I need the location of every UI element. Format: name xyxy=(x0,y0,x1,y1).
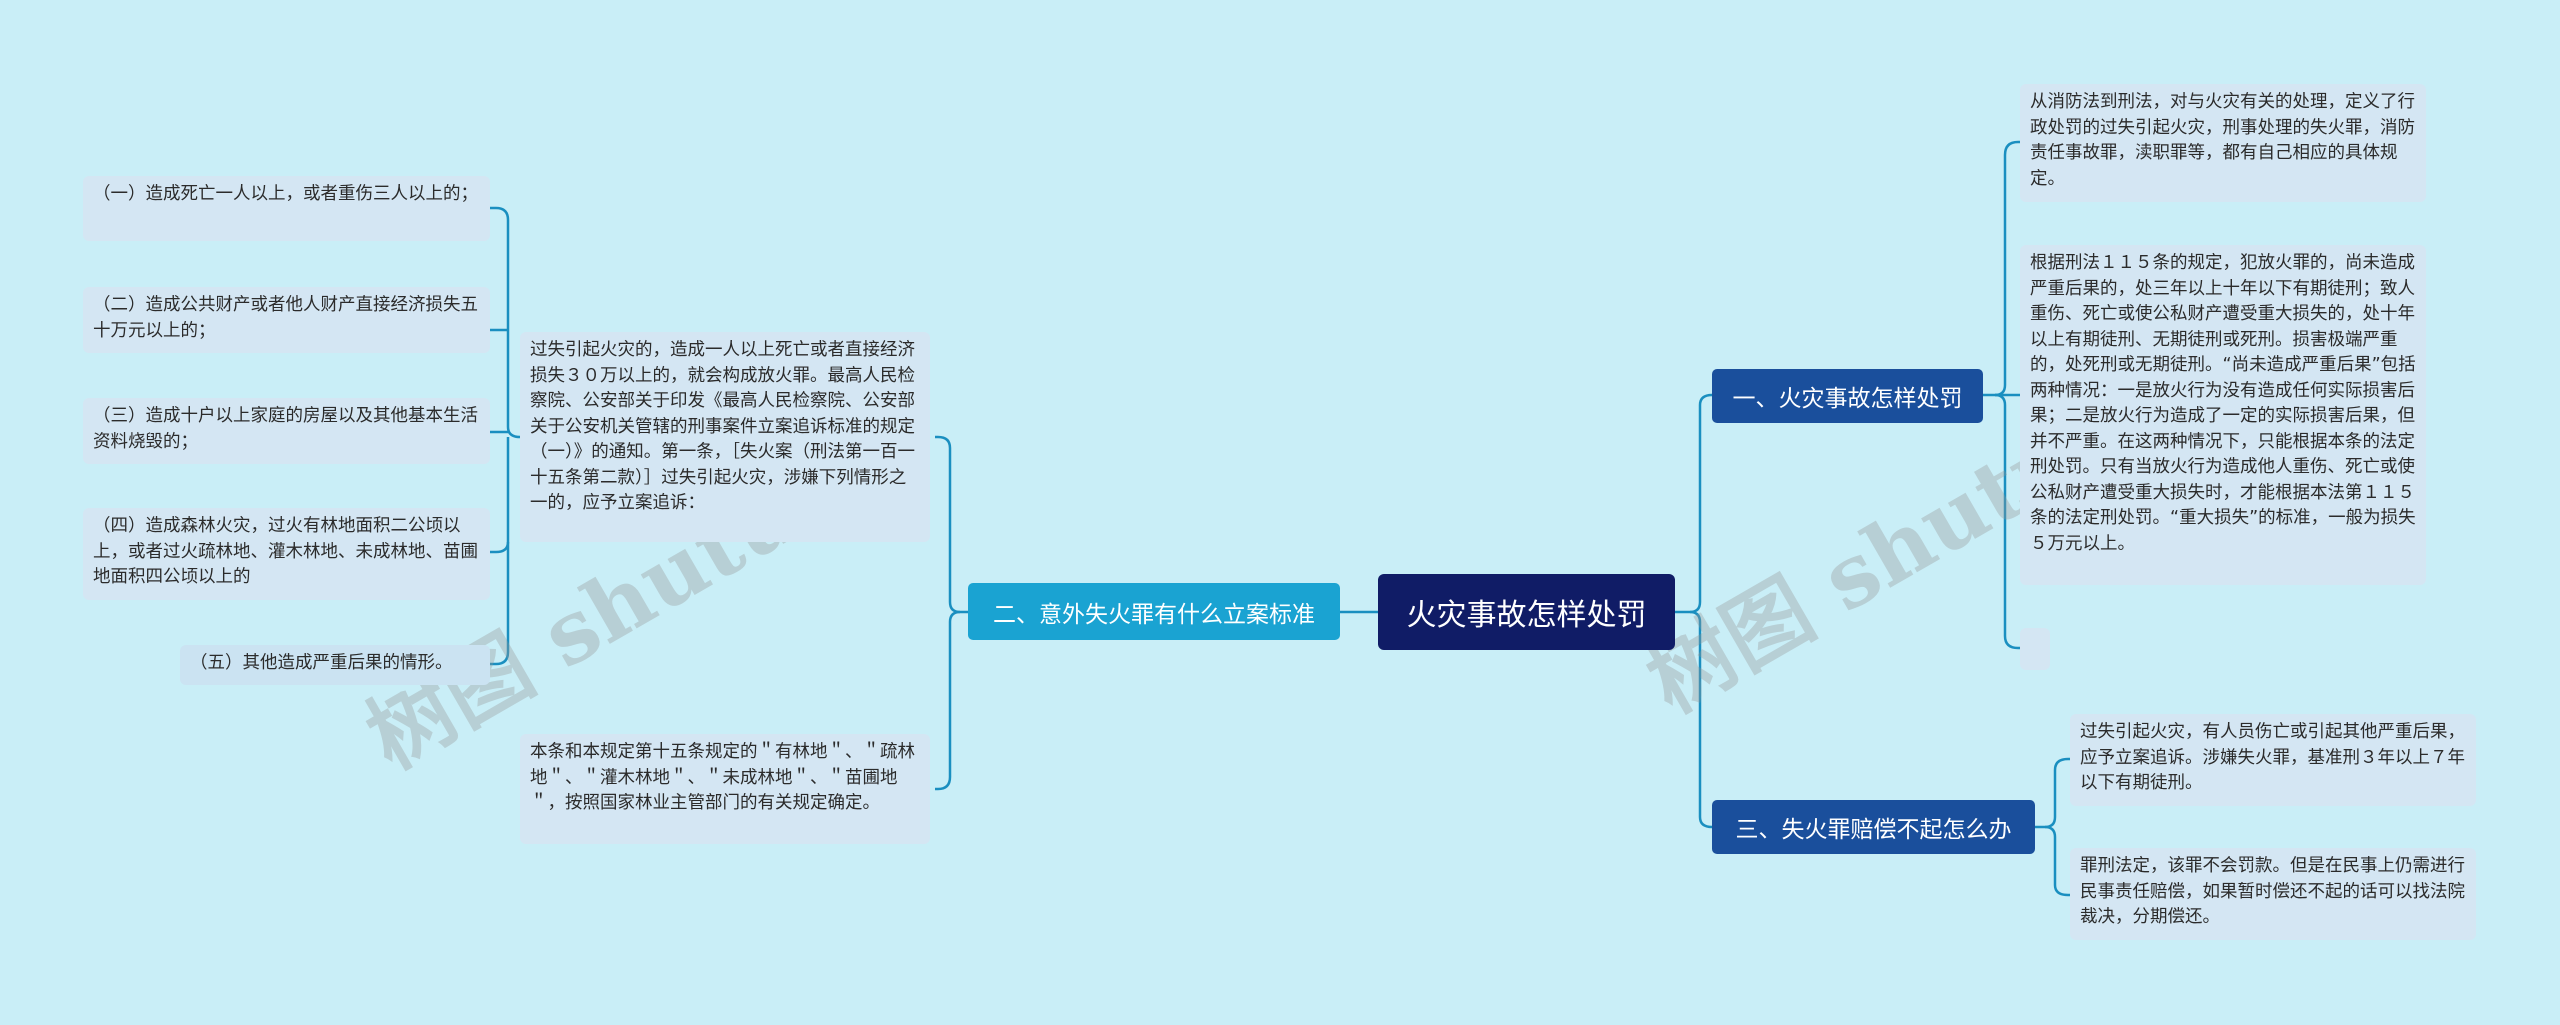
branch-compensation[interactable]: 三、失火罪赔偿不起怎么办 xyxy=(1712,800,2035,854)
sub-filing-conditions[interactable]: 过失引起火灾的，造成一人以上死亡或者直接经济损失３０万以上的，就会构成放火罪。最… xyxy=(520,332,930,542)
connector-root-branch1 xyxy=(1675,393,1713,614)
connector-sub1-items xyxy=(490,206,521,439)
leaf-arson-article-115[interactable]: 根据刑法１１５条的规定，犯放火罪的，尚未造成严重后果的，处三年以上十年以下有期徒… xyxy=(2020,245,2426,585)
connector-left-branch-sub xyxy=(935,435,968,614)
item-death-injury[interactable]: （一）造成死亡一人以上，或者重伤三人以上的； xyxy=(83,176,490,241)
leaf-civil-compensation[interactable]: 罪刑法定，该罪不会罚款。但是在民事上仍需进行民事责任赔偿，如果暂时偿还不起的话可… xyxy=(2070,848,2476,940)
sub-forest-land-definition[interactable]: 本条和本规定第十五条规定的＂有林地＂、＂疏林地＂、＂灌木林地＂、＂未成林地＂、＂… xyxy=(520,734,930,844)
item-houses-burned[interactable]: （三）造成十户以上家庭的房屋以及其他基本生活资料烧毁的； xyxy=(83,398,490,464)
connector-branch1-leaves xyxy=(1983,140,2020,397)
root-topic[interactable]: 火灾事故怎样处罚 xyxy=(1378,574,1675,650)
branch-fire-accident-penalty[interactable]: 一、火灾事故怎样处罚 xyxy=(1712,369,1983,423)
leaf-negligent-fire-sentence[interactable]: 过失引起火灾，有人员伤亡或引起其他严重后果，应予立案追诉。涉嫌失火罪，基准刑３年… xyxy=(2070,714,2476,806)
leaf-fire-law-overview[interactable]: 从消防法到刑法，对与火灾有关的处理，定义了行政处罚的过失引起火灾，刑事处理的失火… xyxy=(2020,84,2426,202)
branch-filing-standard[interactable]: 二、意外失火罪有什么立案标准 xyxy=(968,583,1340,640)
item-forest-fire[interactable]: （四）造成森林火灾，过火有林地面积二公顷以上，或者过火疏林地、灌木林地、未成林地… xyxy=(83,508,490,600)
connector-branch3-leaves xyxy=(2035,757,2070,829)
connector-root-branch3 xyxy=(1689,610,1713,829)
item-property-loss[interactable]: （二）造成公共财产或者他人财产直接经济损失五十万元以上的； xyxy=(83,287,490,353)
item-other-consequences[interactable]: （五）其他造成严重后果的情形。 xyxy=(180,645,490,685)
leaf-empty[interactable] xyxy=(2020,628,2050,670)
